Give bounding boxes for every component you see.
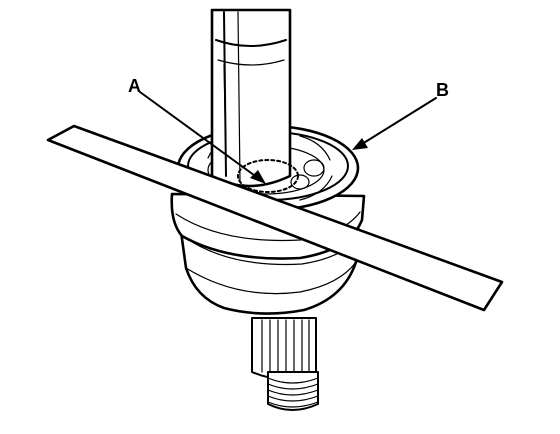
callout-a: A [128,76,266,184]
driveshaft [210,8,292,188]
threaded-end [267,371,319,411]
callout-b-label: B [436,80,449,100]
shaft-center-dashed-circle [237,159,299,193]
callout-a-arrowhead [250,170,266,184]
callout-b-arrowhead [352,138,368,150]
callout-a-label: A [128,76,141,96]
stub-shaft [251,317,317,380]
callout-b: B [352,80,449,150]
callout-a-leader [139,91,259,179]
callout-b-leader [361,97,437,145]
straightedge-bar [46,124,504,312]
